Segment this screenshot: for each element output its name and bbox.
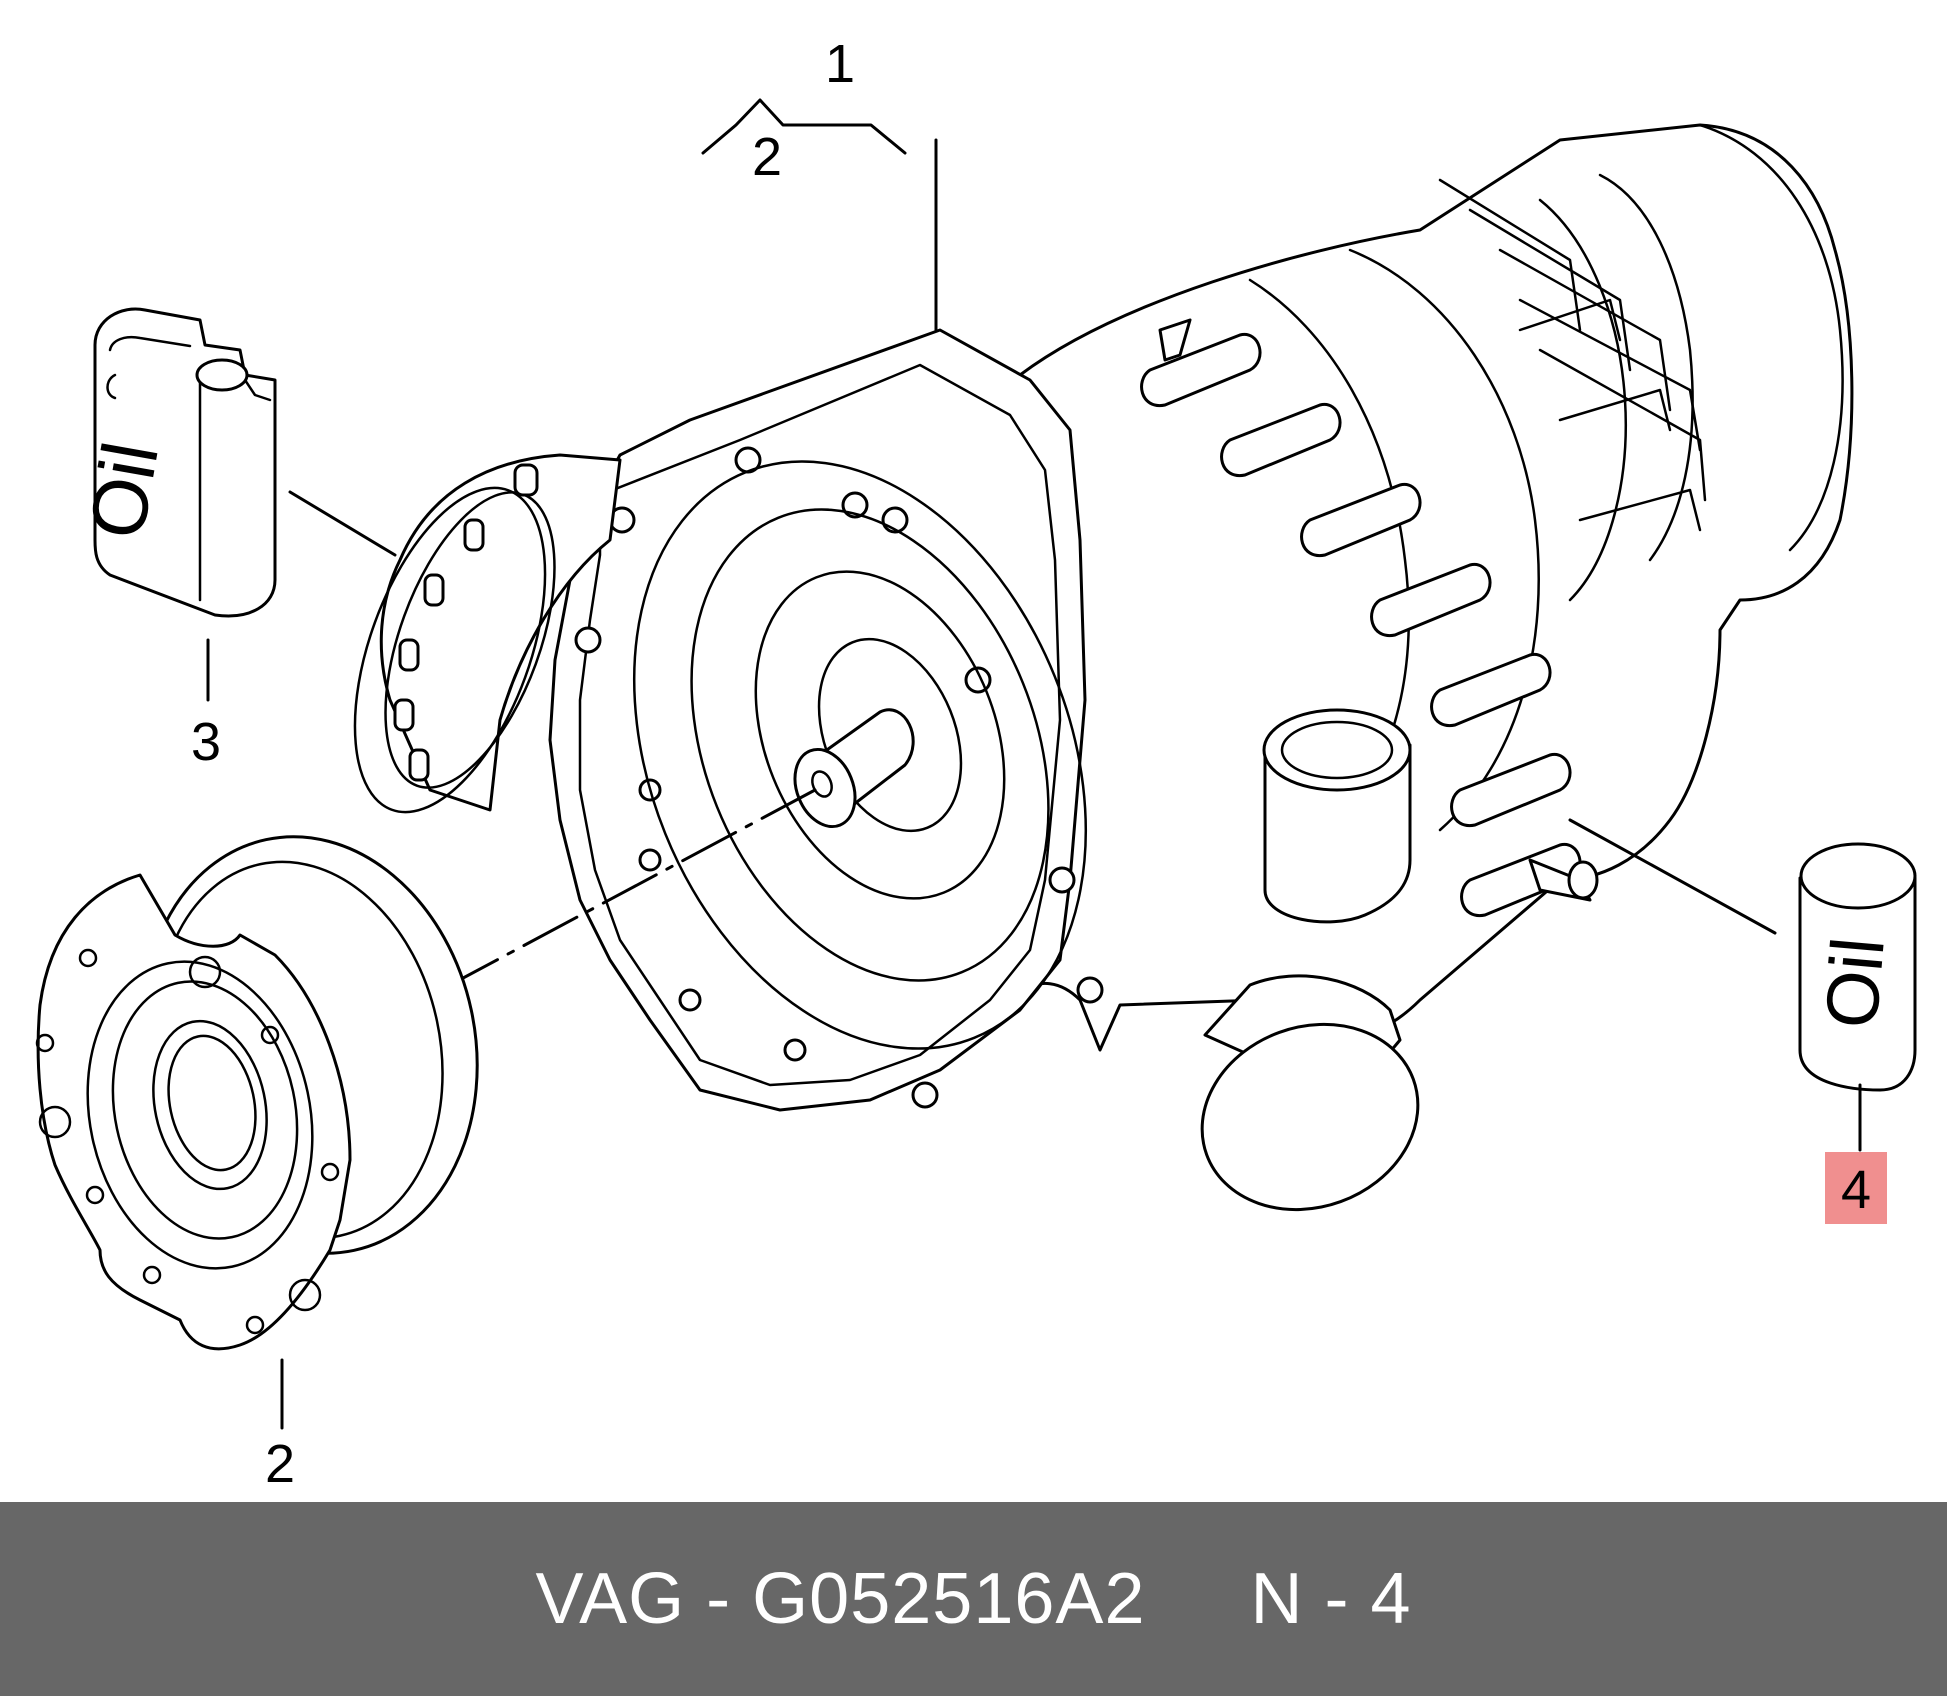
output-flange (1200, 974, 1420, 1212)
part-2-bolt-holes (35, 948, 340, 1335)
callout-bracket-1 (701, 98, 938, 337)
oil-can-label: Oil (72, 436, 175, 545)
leader-4-a (1568, 818, 1777, 935)
parts-diagram: 1 2 (35, 34, 1917, 1494)
leader-3-a (288, 490, 397, 557)
footer-gap (1145, 1558, 1250, 1640)
oil-cylinder-label: Oil (1809, 934, 1900, 1031)
footer-separator: - (685, 1559, 753, 1639)
callout-1: 1 (825, 34, 855, 94)
flange-bolt-holes (574, 446, 1104, 1109)
callout-2-bottom: 2 (265, 1434, 295, 1494)
breather-pin (1528, 858, 1599, 902)
callout-4: 4 (1841, 1160, 1871, 1220)
callout-2-top: 2 (752, 127, 782, 187)
bolt-bosses (1140, 298, 1702, 917)
callout-3: 3 (191, 712, 221, 772)
part-2-flange (35, 835, 479, 1351)
part-number-footer: VAG - G052516A2 N - 4 (0, 1502, 1947, 1696)
oil-filler-neck (1262, 708, 1412, 924)
transmission-housing (1018, 123, 1854, 1212)
bell-housing (448, 328, 1104, 1112)
footer-brand: VAG (535, 1559, 686, 1639)
footer-position: N - 4 (1250, 1559, 1412, 1639)
part-4-oil-cylinder: Oil (1798, 842, 1917, 1092)
front-cover-ring (353, 453, 622, 814)
part-3-oil-can: Oil (72, 307, 277, 618)
callout-4-highlight (1825, 1152, 1887, 1224)
footer-part-number: G052516A2 (752, 1559, 1146, 1639)
